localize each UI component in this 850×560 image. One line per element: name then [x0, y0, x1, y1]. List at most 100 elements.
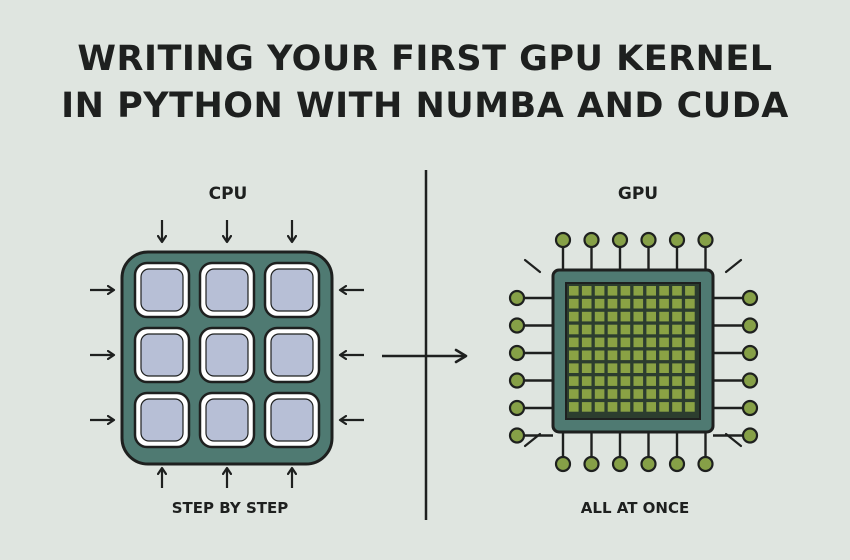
gpu-core — [607, 324, 618, 335]
gpu-pin-head — [697, 455, 714, 473]
gpu-pin-head — [741, 344, 759, 362]
gpu-core — [607, 298, 618, 309]
cpu-core — [205, 398, 249, 442]
gpu-core — [646, 298, 656, 309]
gpu-pin-head — [640, 231, 657, 249]
gpu-core — [685, 363, 695, 373]
gpu-pin-head — [741, 317, 759, 334]
gpu-pin-head — [508, 427, 526, 444]
gpu-core — [581, 286, 592, 296]
gpu-pin-head — [611, 231, 629, 249]
gpu-core — [659, 324, 669, 335]
gpu-core — [569, 376, 579, 386]
gpu-core — [581, 376, 592, 386]
gpu-core — [633, 376, 644, 386]
gpu-core — [607, 402, 618, 412]
cpu-core — [140, 398, 184, 442]
gpu-core — [672, 311, 682, 322]
gpu-pin-head — [741, 399, 759, 417]
gpu-core — [633, 350, 644, 361]
gpu-core — [633, 337, 644, 348]
gpu-pin-head — [741, 427, 759, 444]
gpu-core — [633, 311, 644, 322]
gpu-core — [633, 363, 644, 373]
gpu-core — [607, 286, 618, 296]
cpu-core — [270, 398, 314, 442]
gpu-core — [646, 363, 656, 373]
gpu-core — [581, 389, 592, 399]
gpu-core — [607, 311, 618, 322]
gpu-core — [685, 286, 695, 296]
gpu-core — [581, 350, 592, 361]
gpu-core — [659, 363, 669, 373]
gpu-core — [646, 337, 656, 348]
gpu-pin-head — [508, 372, 526, 389]
gpu-core — [569, 363, 579, 373]
gpu-pin-head — [554, 455, 572, 473]
gpu-core — [672, 350, 682, 361]
gpu-pin-head — [640, 455, 657, 473]
gpu-core — [646, 389, 656, 399]
cpu-core — [270, 268, 314, 312]
cpu-core — [205, 333, 249, 377]
gpu-core — [620, 376, 631, 386]
gpu-core — [620, 337, 631, 348]
gpu-core — [672, 298, 682, 309]
gpu-core — [594, 286, 605, 296]
gpu-core — [581, 311, 592, 322]
gpu-core — [672, 376, 682, 386]
gpu-core — [607, 389, 618, 399]
gpu-core — [607, 363, 618, 373]
gpu-core — [646, 324, 656, 335]
gpu-core — [569, 298, 579, 309]
gpu-core — [594, 311, 605, 322]
gpu-core — [620, 298, 631, 309]
gpu-core — [659, 311, 669, 322]
gpu-core — [594, 389, 605, 399]
gpu-core — [672, 324, 682, 335]
gpu-core — [569, 337, 579, 348]
gpu-core — [581, 337, 592, 348]
gpu-core — [620, 350, 631, 361]
gpu-pin-head — [583, 231, 600, 249]
gpu-core — [685, 350, 695, 361]
gpu-core — [594, 324, 605, 335]
title-line-2: IN PYTHON WITH NUMBA AND CUDA — [61, 86, 789, 126]
gpu-core — [594, 376, 605, 386]
gpu-core — [672, 286, 682, 296]
gpu-core — [672, 389, 682, 399]
cpu-label: CPU — [208, 184, 248, 204]
gpu-core — [659, 402, 669, 412]
gpu-pin-head — [611, 455, 629, 473]
gpu-core — [581, 363, 592, 373]
gpu-core — [659, 376, 669, 386]
gpu-core — [659, 286, 669, 296]
cpu-caption: STEP BY STEP — [171, 499, 289, 517]
cpu-diagram — [90, 220, 364, 488]
gpu-core — [685, 298, 695, 309]
cpu-core — [270, 333, 314, 377]
gpu-pin-head — [554, 231, 572, 249]
gpu-core — [672, 363, 682, 373]
gpu-label: GPU — [617, 184, 659, 204]
gpu-core — [685, 389, 695, 399]
gpu-core — [646, 311, 656, 322]
gpu-pin-head — [668, 231, 686, 249]
gpu-core — [685, 311, 695, 322]
gpu-core — [633, 389, 644, 399]
gpu-core — [620, 402, 631, 412]
gpu-core — [620, 363, 631, 373]
glow-ray — [523, 258, 542, 274]
gpu-core — [607, 376, 618, 386]
gpu-core — [659, 389, 669, 399]
gpu-core — [633, 298, 644, 309]
cpu-core — [205, 268, 249, 312]
gpu-core — [685, 324, 695, 335]
gpu-pin-head — [741, 372, 759, 389]
gpu-core — [620, 286, 631, 296]
gpu-core-grid — [569, 286, 695, 412]
gpu-core — [569, 311, 579, 322]
gpu-core — [581, 402, 592, 412]
gpu-core — [620, 389, 631, 399]
